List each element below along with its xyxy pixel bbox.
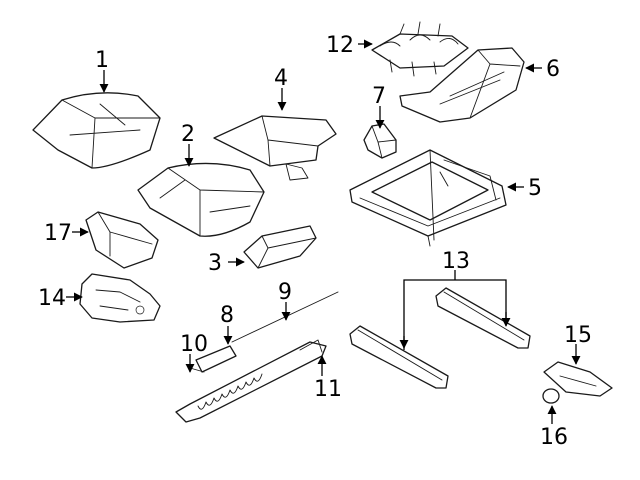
part-11-drive-rod[interactable] (175, 339, 327, 423)
part-1-seat-cover[interactable] (32, 92, 161, 169)
callout-1: 1 (95, 48, 109, 73)
callout-17: 17 (44, 221, 72, 246)
part-5-seat-frame[interactable] (349, 149, 507, 247)
part-8-9-10-motor-cable[interactable] (189, 291, 339, 373)
callout-14: 14 (38, 286, 66, 311)
callout-15: 15 (564, 323, 592, 348)
callout-13: 13 (442, 249, 470, 274)
callout-3: 3 (208, 251, 222, 276)
callout-11: 11 (314, 377, 342, 402)
callout-12: 12 (326, 33, 354, 58)
part-2-seat-cushion[interactable] (137, 162, 265, 237)
callout-2: 2 (181, 122, 195, 147)
part-7-bracket[interactable] (363, 123, 397, 159)
part-4-heater-mat[interactable] (213, 115, 337, 181)
callout-10: 10 (180, 332, 208, 357)
callout-7: 7 (372, 84, 386, 109)
part-6-seat-pan[interactable] (399, 47, 525, 123)
callout-16: 16 (540, 425, 568, 450)
part-3-trim[interactable] (243, 225, 317, 269)
callout-9: 9 (278, 280, 292, 305)
callout-4: 4 (274, 66, 288, 91)
part-13-seat-tracks[interactable] (349, 287, 531, 389)
callout-8: 8 (220, 303, 234, 328)
part-15-plate[interactable] (543, 361, 613, 397)
callout-5: 5 (528, 176, 542, 201)
leader-lines (66, 39, 581, 424)
callout-6: 6 (546, 57, 560, 82)
part-17-module[interactable] (85, 211, 159, 269)
part-12-harness[interactable] (371, 21, 469, 77)
part-14-side-bracket[interactable] (79, 273, 161, 323)
part-16-plug[interactable] (542, 388, 560, 404)
